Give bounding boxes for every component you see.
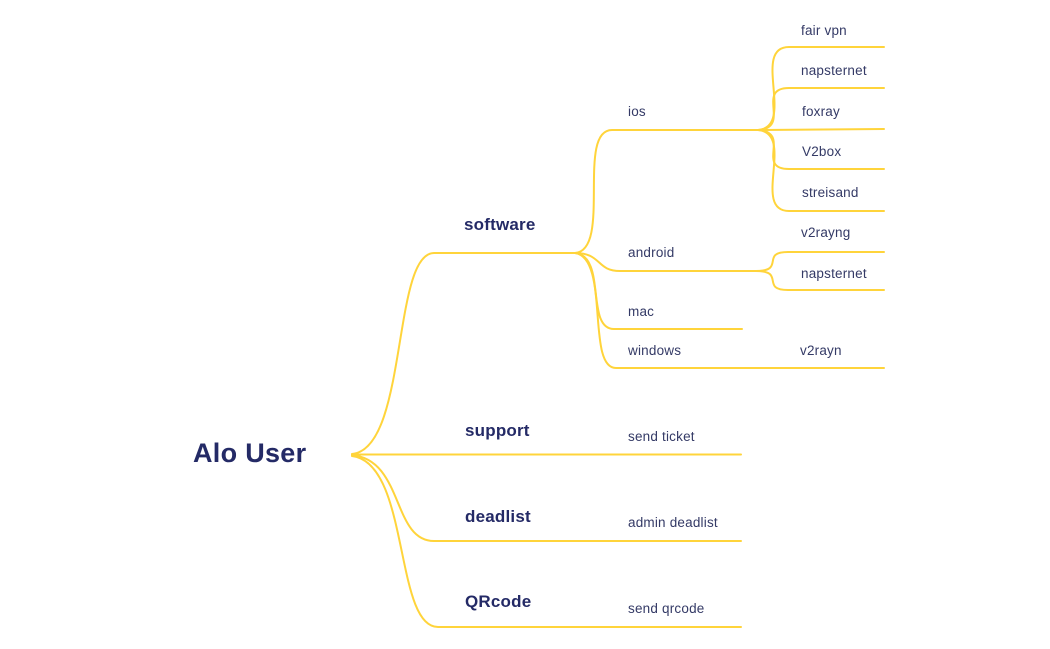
branch-line-android <box>574 252 757 272</box>
node-root[interactable]: Alo User <box>193 438 307 468</box>
branch-line-software <box>351 252 576 455</box>
branch-line-qrcode <box>351 455 742 628</box>
branch-line-windows <box>574 252 885 369</box>
node-deadlist[interactable]: deadlist <box>465 507 531 526</box>
node-qrcode[interactable]: QRcode <box>465 592 532 611</box>
branch-line-foxray <box>757 128 885 131</box>
node-napsternet-ios[interactable]: napsternet <box>801 63 867 78</box>
node-napsternet-android[interactable]: napsternet <box>801 266 867 281</box>
node-v2rayng[interactable]: v2rayng <box>801 225 851 240</box>
node-v2rayn[interactable]: v2rayn <box>800 343 842 358</box>
node-ios[interactable]: ios <box>628 104 646 119</box>
node-android[interactable]: android <box>628 245 675 260</box>
node-windows[interactable]: windows <box>628 343 682 358</box>
node-software[interactable]: software <box>464 215 536 234</box>
node-send-qrcode[interactable]: send qrcode <box>628 601 705 616</box>
node-mac[interactable]: mac <box>628 304 655 319</box>
node-support[interactable]: support <box>465 421 530 440</box>
branch-line-fair-vpn <box>757 46 885 131</box>
branch-line-deadlist <box>351 454 742 542</box>
node-fair-vpn[interactable]: fair vpn <box>801 23 847 38</box>
branch-line-napsternet-ios <box>757 87 885 131</box>
node-foxray[interactable]: foxray <box>802 104 840 119</box>
node-streisand[interactable]: streisand <box>802 185 859 200</box>
branch-line-napsternet-android <box>755 270 885 291</box>
branch-line-ios <box>574 129 759 254</box>
node-v2box[interactable]: V2box <box>802 144 842 159</box>
node-admin-deadlist[interactable]: admin deadlist <box>628 515 718 530</box>
branch-line-streisand <box>757 129 885 212</box>
node-send-ticket[interactable]: send ticket <box>628 429 695 444</box>
branch-line-v2rayng <box>755 251 885 272</box>
